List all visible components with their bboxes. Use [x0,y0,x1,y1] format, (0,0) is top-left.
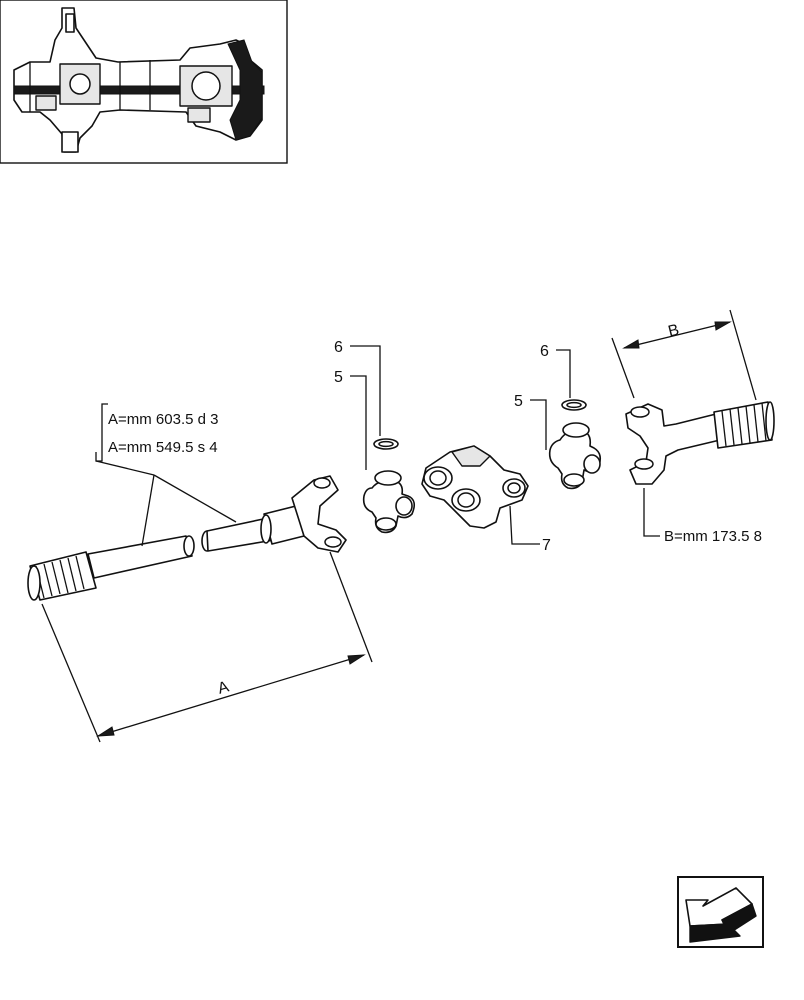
dimension-a-label: A [216,678,231,697]
left-callouts: 6 5 [334,339,381,470]
dimension-b-label: B [666,322,680,341]
shaft-a-long-label: A=mm 603.5 d 3 [108,411,218,428]
center-double-yoke: 7 [421,445,551,554]
item-5-left-label: 5 [334,369,343,386]
shaft-a-short-label: A=mm 549.5 s 4 [108,439,218,456]
back-arrow-icon [685,887,757,943]
shaft-b-label: B=mm 173.5 8 [664,528,762,545]
left-cross-joint [362,470,416,534]
shaft-a-callout: A=mm 603.5 d 3 A=mm 549.5 s 4 [95,403,237,547]
dimension-a: A [41,551,373,743]
item-7-label: 7 [542,537,551,554]
item-6-left-label: 6 [334,339,343,356]
item-6-right-label: 6 [540,343,549,360]
item-5-right-label: 5 [514,393,523,410]
shaft-b-callout: B=mm 173.5 8 [643,488,762,545]
short-stub-shaft [625,401,775,485]
long-axle-shaft [27,475,347,601]
right-callouts: 6 5 [514,343,571,450]
dimension-b: B [611,309,757,401]
back-arrow-button[interactable] [677,876,764,948]
right-snap-ring [561,399,587,411]
axle-overview-thumbnail [0,0,288,164]
right-cross-joint [548,422,602,490]
left-snap-ring [373,438,399,450]
